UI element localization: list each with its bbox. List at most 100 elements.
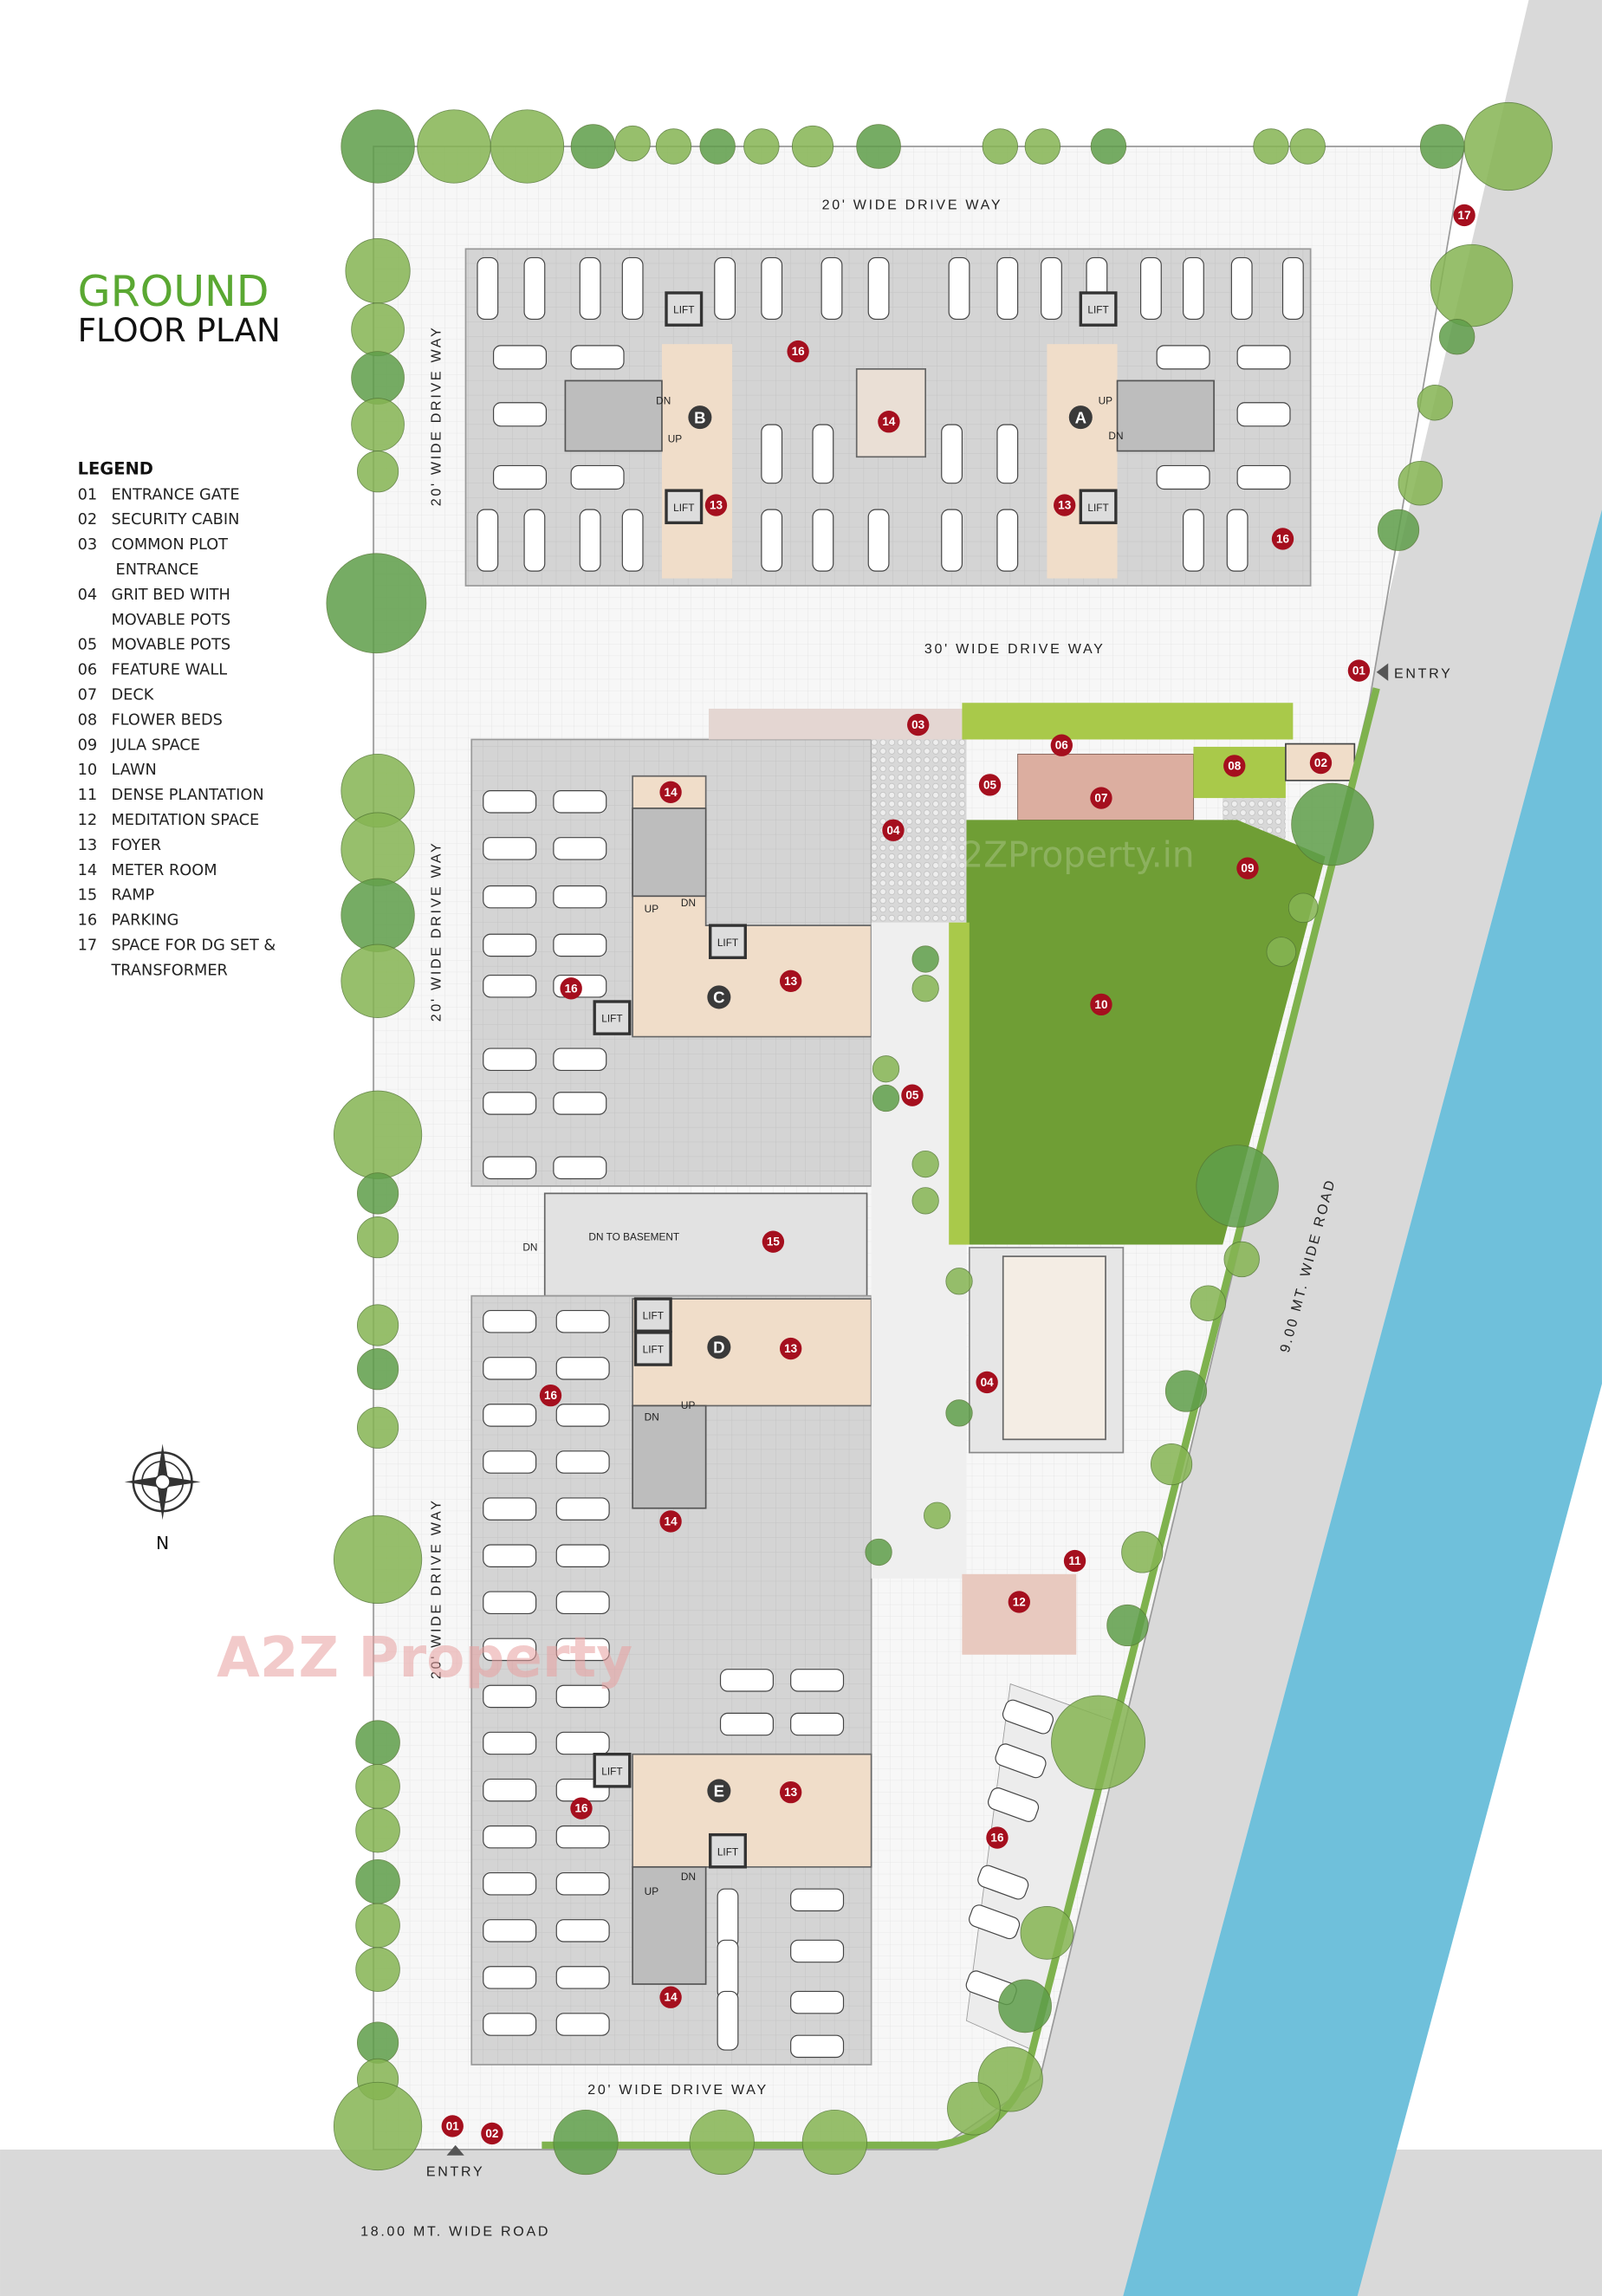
tree-icon — [356, 2021, 399, 2064]
legend-label: COMMON PLOT — [111, 536, 228, 554]
car — [761, 256, 783, 321]
tree-icon — [1024, 128, 1061, 165]
car — [790, 1888, 845, 1912]
block-a-badge: A — [1068, 405, 1093, 430]
tree-icon — [355, 1903, 400, 1949]
car — [483, 1638, 537, 1662]
legend-marker: 10 — [1090, 993, 1112, 1016]
marker-number: 02 — [485, 2127, 498, 2140]
legend-marker: 16 — [787, 340, 809, 363]
parking-cars — [477, 256, 1304, 2059]
legend-marker: 05 — [978, 774, 1002, 796]
legend-marker: 14 — [659, 781, 682, 803]
tree-icon — [911, 1187, 939, 1215]
legend-label: DECK — [111, 687, 153, 704]
tree-icon — [355, 1764, 400, 1809]
marker-number: 03 — [911, 718, 925, 731]
car — [1183, 509, 1204, 572]
car — [553, 1092, 607, 1115]
car — [555, 1591, 610, 1615]
car — [867, 509, 890, 572]
car — [555, 2013, 610, 2036]
car — [579, 256, 601, 321]
car — [867, 256, 890, 321]
stair-label: UP — [645, 1885, 659, 1897]
tree-icon — [1289, 128, 1326, 165]
marker-number: 04 — [886, 824, 900, 837]
foyer-b — [661, 344, 733, 579]
tree-icon — [351, 302, 405, 357]
legend-number: 16 — [78, 912, 98, 930]
stair-label: DN — [681, 1871, 696, 1883]
marker-number: 10 — [1094, 998, 1107, 1011]
legend-marker: 07 — [1090, 787, 1112, 809]
lift-label: LIFT — [643, 1310, 664, 1322]
legend-label-continued: ENTRANCE — [116, 561, 199, 579]
left-drive-label-3: 20' WIDE DRIVE WAY — [429, 1498, 444, 1679]
legend-marker: 14 — [659, 1510, 682, 1533]
tree-icon — [947, 2081, 1001, 2136]
legend-label: FLOWER BEDS — [111, 711, 222, 729]
legend-number: 11 — [78, 787, 98, 804]
legend-label: JULA SPACE — [110, 736, 199, 754]
car — [1236, 345, 1291, 370]
car — [483, 2013, 537, 2036]
legend-label: GRIT BED WITH — [111, 587, 230, 604]
marker-number: 17 — [1458, 209, 1471, 222]
tree-icon — [345, 238, 411, 304]
meditation-space — [962, 1573, 1077, 1655]
lift-label: LIFT — [1087, 304, 1108, 316]
tree-icon — [570, 124, 616, 169]
lift: LIFT — [633, 1297, 672, 1333]
legend-number: 06 — [78, 662, 98, 679]
car — [1183, 256, 1204, 321]
tree-icon — [1121, 1531, 1164, 1573]
front-road-label: 18.00 MT. WIDE ROAD — [360, 2224, 550, 2240]
tree-icon — [355, 1720, 400, 1765]
legend-label: METER ROOM — [111, 862, 217, 879]
tree-icon — [911, 975, 939, 1002]
lift-label: LIFT — [643, 1344, 664, 1356]
legend-marker: 01 — [441, 2115, 464, 2137]
tree-icon — [1398, 460, 1443, 506]
tree-icon — [1291, 782, 1374, 866]
marker-number: 13 — [1058, 499, 1072, 512]
marker-number: 16 — [565, 982, 579, 995]
legend-marker: 17 — [1453, 204, 1476, 227]
marker-number: 16 — [1276, 532, 1290, 545]
car — [555, 1919, 610, 1943]
car — [1140, 256, 1162, 321]
car — [553, 1047, 607, 1072]
legend-marker: 11 — [1063, 1549, 1086, 1573]
tree-icon — [1150, 1443, 1193, 1486]
car — [621, 509, 644, 572]
car — [790, 1990, 845, 2014]
tree-icon — [924, 1501, 951, 1529]
marker-number: 13 — [784, 1786, 798, 1799]
block-letter: D — [713, 1339, 724, 1357]
tree-icon — [356, 451, 399, 493]
lift: LIFT — [1079, 291, 1118, 327]
legend-number: 07 — [78, 687, 98, 704]
car — [483, 1825, 537, 1849]
legend-marker: 04 — [882, 819, 905, 841]
tree-icon — [911, 1150, 939, 1178]
block-e-badge: E — [707, 1779, 731, 1803]
lift: LIFT — [593, 1752, 632, 1788]
car — [483, 1047, 537, 1072]
marker-number: 01 — [446, 2119, 460, 2132]
tree-icon — [655, 128, 692, 165]
marker-number: 01 — [1352, 665, 1366, 678]
car — [555, 1731, 610, 1755]
legend-marker: 14 — [878, 411, 900, 433]
car — [996, 424, 1019, 484]
stair-label: UP — [681, 1399, 696, 1411]
tree-icon — [355, 1947, 400, 1992]
ramp-label: DN TO BASEMENT — [588, 1230, 679, 1242]
